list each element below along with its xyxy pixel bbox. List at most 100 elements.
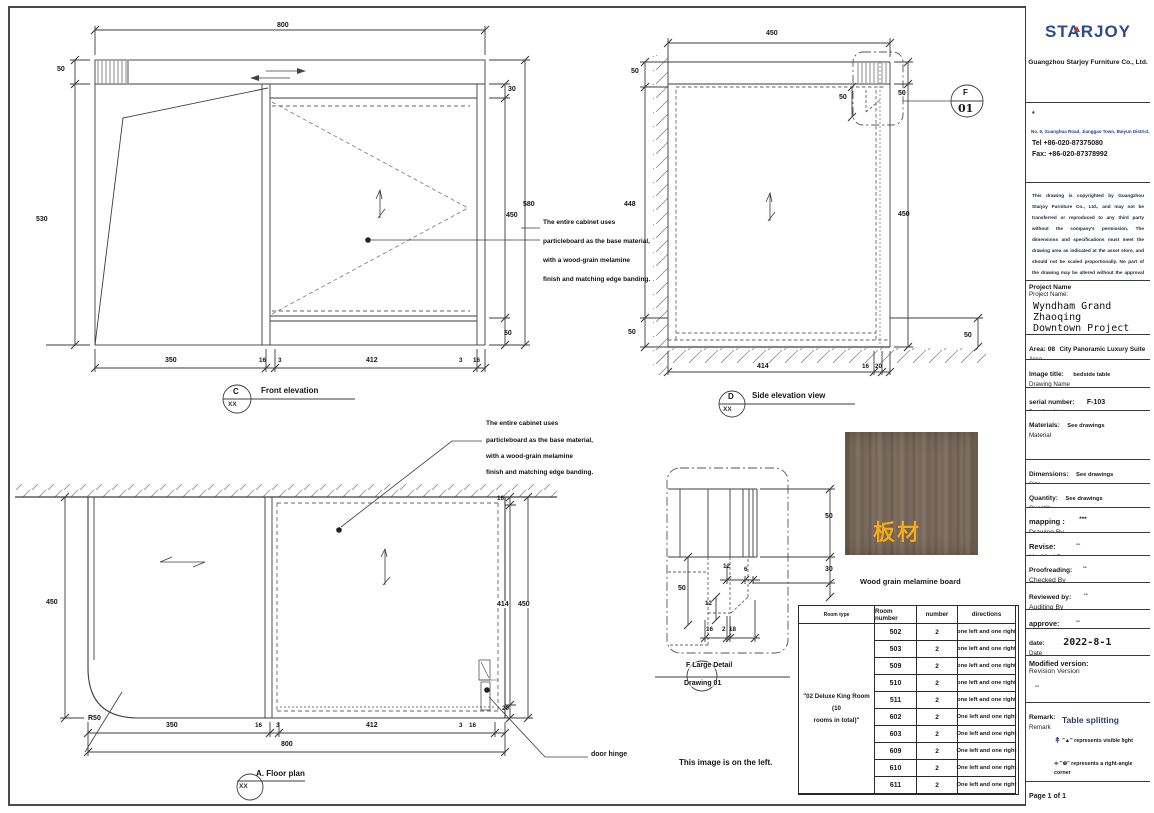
company-address: No. 9, Guanghua Road, Jianggao Town, Bai… — [1031, 129, 1150, 134]
table-cell-room: 610 — [875, 760, 917, 777]
table-cell-dir: one left and one right — [957, 692, 1016, 709]
detail-tag-sub: Drawing 01 — [684, 680, 722, 687]
dim-label: 12 — [705, 600, 713, 607]
field-row: approve: -- Ratify By — [1026, 610, 1150, 629]
legend-text: "▲" represents visible light — [1062, 738, 1133, 744]
area-section: Area: 08 City Panoramic Luxury Suite Are… — [1026, 335, 1150, 360]
field-sub-label: Project Name: — [1029, 291, 1069, 298]
field-label: Image title: — [1029, 371, 1064, 378]
dim-label: 16 — [497, 495, 505, 502]
door-hinge-label: door hinge — [591, 751, 628, 758]
table-header: number — [917, 606, 958, 624]
note-line: particleboard as the base material, — [486, 437, 593, 444]
remark-row: Remark: Remark Table splitting ↟ "▲" rep… — [1026, 703, 1150, 782]
note-line: The entire cabinet uses — [543, 219, 616, 226]
note-line: with a wood-grain melamine — [486, 453, 574, 460]
dim-label: 16 — [862, 363, 870, 370]
note-line: finish and matching edge banding. — [543, 276, 651, 283]
field-row: Quantity: See drawings Quantity — [1026, 484, 1150, 508]
company-name: Guangzhou Starjoy Furniture Co., Ltd. — [1028, 59, 1148, 66]
field-value: bedside table — [1073, 372, 1111, 378]
contact-section: * No. 9, Guanghua Road, Jianggao Town, B… — [1026, 103, 1150, 183]
revision-value: -- — [1035, 683, 1040, 690]
radius-label: R50 — [88, 715, 101, 722]
dim-label: 18 — [729, 626, 737, 633]
table-cell-dir: One left and one right — [957, 726, 1016, 743]
dim-label: 3 — [459, 722, 463, 729]
field-row: Reviewed by: -- Auditing By — [1026, 583, 1150, 610]
room-type-line: "02 Deluxe King Room (10 — [803, 692, 870, 712]
dim-label: 30 — [508, 86, 516, 93]
field-label: date: — [1029, 640, 1045, 647]
logo-section: STARJOY Guangzhou Starjoy Furniture Co.,… — [1026, 6, 1150, 103]
dim-label: 450 — [506, 212, 518, 219]
field-value: See drawings — [1076, 472, 1114, 478]
field-sub-label: Material — [1029, 432, 1052, 439]
legend-right-angle: ⌖ "⊕" represents a right-angle corner — [1054, 759, 1140, 778]
dim-label: 50 — [678, 585, 686, 592]
side-elevation-drawing — [640, 38, 986, 418]
room-schedule-table: Room type Room number number directions … — [798, 605, 1019, 795]
view-tag-sheet: XX — [723, 406, 732, 413]
table-cell-room: 509 — [875, 658, 917, 675]
dim-label: 12 — [723, 563, 731, 570]
date-value: 2022-8-1 — [1063, 637, 1112, 648]
position-note: This image is on the left. — [679, 758, 773, 767]
dim-label: 30 — [825, 566, 833, 573]
legend-visible-light: ↟ "▲" represents visible light — [1054, 736, 1140, 746]
table-cell-qty: 2 — [917, 624, 958, 641]
dim-label: 20 — [875, 363, 883, 370]
detail-callout-letter: F — [963, 88, 968, 97]
company-logo: STARJOY — [1026, 22, 1150, 42]
field-row: Revise: -- Modified By — [1026, 533, 1150, 556]
detail-callout-number: 01 — [958, 102, 974, 115]
dim-label: 50 — [964, 332, 972, 339]
field-value: See drawings — [1065, 496, 1103, 502]
field-label: Modified version: — [1029, 659, 1089, 668]
title-block: STARJOY Guangzhou Starjoy Furniture Co.,… — [1025, 6, 1150, 806]
table-cell-dir: One left and one right — [957, 709, 1016, 726]
table-cell-dir: One left and one right — [957, 743, 1016, 760]
table-cell-qty: 2 — [917, 658, 958, 675]
field-sub-label: Quantity — [1029, 505, 1150, 507]
dim-label: 2 — [722, 626, 726, 633]
dim-label: 450 — [898, 211, 910, 218]
table-cell-dir: one left and one right — [957, 641, 1016, 658]
table-cell-room: 609 — [875, 743, 917, 760]
wood-overlay-text: 板材 — [873, 521, 922, 546]
legend-text: "⊕" represents a right-angle corner — [1054, 761, 1133, 776]
field-value: -- — [1075, 618, 1081, 625]
field-sub-label: Modified By — [1029, 554, 1150, 555]
field-row: mapping : *** Drawing By — [1026, 508, 1150, 533]
dim-label: 412 — [366, 722, 378, 729]
field-label: mapping : — [1029, 517, 1065, 526]
dim-label: 50 — [839, 94, 847, 101]
dim-label: 16 — [473, 357, 481, 364]
dim-label: 50 — [898, 90, 906, 97]
field-label: Area: 08 — [1029, 346, 1056, 353]
table-cell-room: 511 — [875, 692, 917, 709]
view-title: Front elevation — [261, 386, 319, 395]
page-number: Page 1 of 1 — [1029, 793, 1066, 800]
wood-sample-caption: Wood grain melamine board — [860, 577, 961, 586]
brand-accent-icon — [1074, 26, 1080, 32]
dim-label: 16 — [259, 357, 267, 364]
field-sub-label: Drawing No — [1029, 409, 1150, 410]
dim-label: 50 — [628, 329, 636, 336]
note-line: particleboard as the base material, — [543, 238, 650, 245]
table-cell-dir: one left and one right — [957, 675, 1016, 692]
table-cell-qty: 2 — [917, 692, 958, 709]
table-cell-room: 503 — [875, 641, 917, 658]
field-sub-label: Revision Version — [1029, 668, 1080, 675]
large-detail-drawing — [655, 467, 835, 692]
table-cell-dir: one left and one right — [957, 658, 1016, 675]
field-label: Dimensions: — [1029, 471, 1069, 478]
view-title: A. Floor plan — [256, 769, 305, 778]
dim-label: 3 — [278, 357, 282, 364]
view-tag-sheet: XX — [239, 783, 248, 790]
table-cell-qty: 2 — [917, 641, 958, 658]
copyright-section: This drawing is copyrighted by Guangzhou… — [1026, 183, 1150, 281]
field-sub-label: Size — [1029, 481, 1150, 483]
dim-label: 530 — [36, 216, 48, 223]
